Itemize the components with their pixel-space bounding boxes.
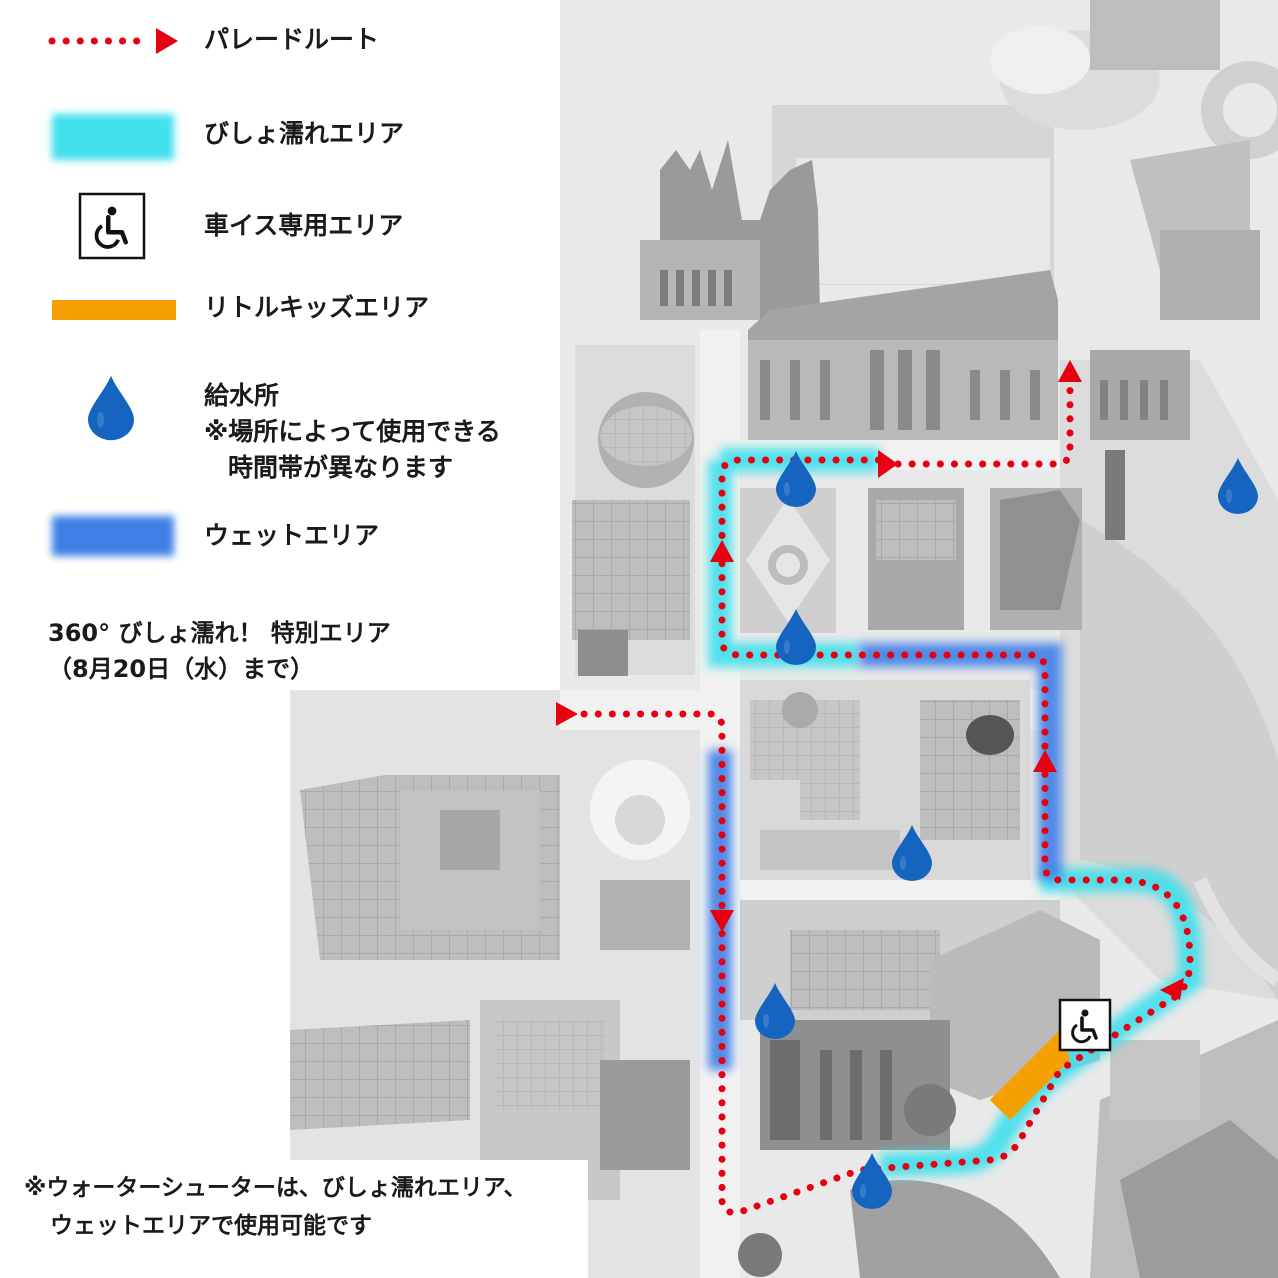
legend-wet-area: ウェットエリア [204,521,380,550]
legend-little-kids-area: リトルキッズエリア [204,293,430,322]
map-buildings [290,0,1278,1278]
legend-special-line2: （8月20日（水）まで） [48,655,315,683]
route-arrow-icon [556,360,1184,1000]
footnote-line2: ウェットエリアで使用可能です [50,1213,372,1239]
parade-route [566,376,1194,1216]
legend-water-note-line1: ※場所によって使用できる [204,417,501,446]
legend-water-station: 給水所 [204,381,280,410]
footnote-box [10,1160,588,1278]
legend-special-line1: 360° びしょ濡れ！ 特別エリア [48,619,391,647]
little-kids-area [990,1030,1070,1120]
legend-soaked-area: びしょ濡れエリア [204,119,405,148]
legend-swatches [48,28,178,556]
legend-parade-route: パレードルート [204,25,380,54]
legend-water-note-line2: 時間帯が異なります [228,453,454,482]
footnote-line1: ※ウォーターシューターは、びしょ濡れエリア、 [24,1175,527,1201]
legend-wheelchair-area: 車イス専用エリア [204,211,404,240]
wheelchair-area-marker [1058,998,1112,1052]
